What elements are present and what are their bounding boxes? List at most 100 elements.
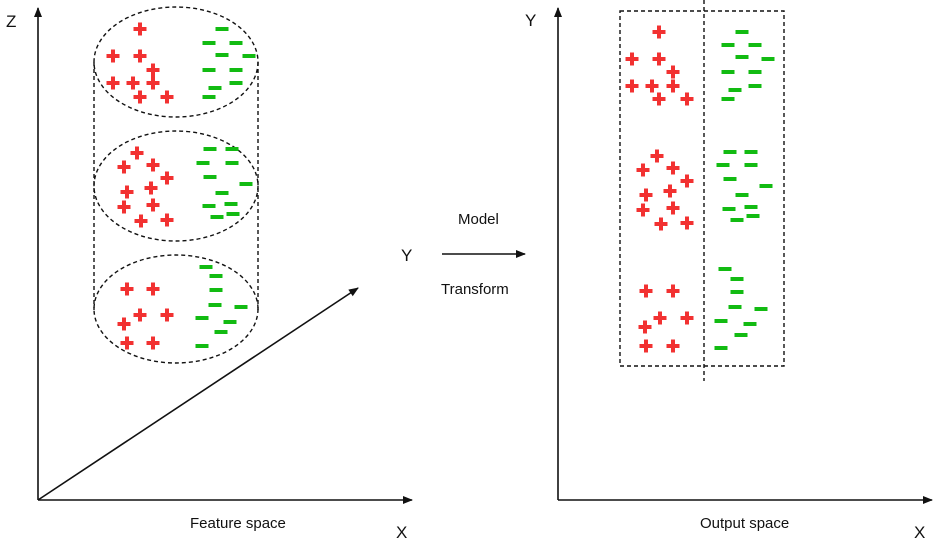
- plus-mark: [636, 203, 650, 217]
- plus-mark: [134, 214, 148, 228]
- plus-mark: [117, 317, 131, 331]
- plus-mark: [650, 149, 664, 163]
- plus-mark: [160, 213, 174, 227]
- minus-mark: [722, 207, 736, 211]
- plus-mark: [652, 52, 666, 66]
- minus-mark: [202, 41, 216, 45]
- minus-mark: [196, 161, 210, 165]
- minus-mark: [202, 204, 216, 208]
- minus-mark: [730, 218, 744, 222]
- minus-mark: [721, 70, 735, 74]
- minus-mark: [223, 320, 237, 324]
- output-x-axis-label: X: [914, 523, 925, 542]
- minus-mark: [210, 215, 224, 219]
- y-axis-diagonal: [37, 287, 359, 501]
- plus-mark: [120, 282, 134, 296]
- z-axis-label: Z: [6, 12, 16, 31]
- minus-mark: [203, 175, 217, 179]
- minus-mark: [721, 43, 735, 47]
- plus-mark: [146, 282, 160, 296]
- minus-mark: [239, 182, 253, 186]
- minus-mark: [743, 322, 757, 326]
- plus-mark: [120, 336, 134, 350]
- minus-mark: [721, 97, 735, 101]
- output-space-panel: Y X Output space: [525, 0, 933, 542]
- plus-mark: [680, 92, 694, 106]
- plus-mark: [625, 79, 639, 93]
- plus-mark: [666, 79, 680, 93]
- model-transform: Model Transform: [441, 211, 526, 298]
- plus-mark: [133, 308, 147, 322]
- plus-mark: [133, 22, 147, 36]
- ellipse-middle: [93, 130, 259, 242]
- minus-mark: [728, 305, 742, 309]
- plus-mark: [126, 76, 140, 90]
- minus-mark: [225, 147, 239, 151]
- minus-mark: [203, 147, 217, 151]
- minus-mark: [744, 205, 758, 209]
- minus-mark: [225, 161, 239, 165]
- minus-mark: [242, 54, 256, 58]
- cylinder: [93, 6, 259, 364]
- ellipse-top: [93, 6, 259, 118]
- minus-mark: [716, 163, 730, 167]
- model-label: Model: [458, 211, 499, 228]
- feature-space-points: [106, 22, 256, 350]
- minus-mark: [735, 193, 749, 197]
- plus-mark: [652, 92, 666, 106]
- y-axis-label: Y: [401, 246, 412, 265]
- minus-mark: [215, 191, 229, 195]
- plus-mark: [639, 188, 653, 202]
- minus-mark: [195, 316, 209, 320]
- plus-mark: [146, 76, 160, 90]
- minus-mark: [723, 177, 737, 181]
- minus-mark: [744, 163, 758, 167]
- output-y-axis-label: Y: [525, 11, 536, 30]
- minus-mark: [208, 86, 222, 90]
- minus-mark: [754, 307, 768, 311]
- minus-mark: [195, 344, 209, 348]
- output-space-points: [625, 25, 775, 353]
- plus-mark: [636, 163, 650, 177]
- plus-mark: [666, 65, 680, 79]
- plus-mark: [666, 201, 680, 215]
- plus-mark: [680, 174, 694, 188]
- minus-mark: [723, 150, 737, 154]
- plus-mark: [653, 311, 667, 325]
- minus-mark: [748, 43, 762, 47]
- plus-mark: [146, 158, 160, 172]
- minus-mark: [229, 81, 243, 85]
- minus-mark: [209, 274, 223, 278]
- feature-space-caption: Feature space: [190, 515, 286, 532]
- plus-mark: [639, 284, 653, 298]
- plus-mark: [654, 217, 668, 231]
- plus-mark: [133, 49, 147, 63]
- plus-mark: [133, 90, 147, 104]
- minus-mark: [229, 41, 243, 45]
- plus-mark: [666, 161, 680, 175]
- plus-mark: [146, 63, 160, 77]
- plus-mark: [666, 339, 680, 353]
- plus-mark: [663, 184, 677, 198]
- plus-mark: [666, 284, 680, 298]
- plus-mark: [130, 146, 144, 160]
- minus-mark: [734, 333, 748, 337]
- minus-mark: [748, 70, 762, 74]
- plus-mark: [639, 339, 653, 353]
- minus-mark: [199, 265, 213, 269]
- minus-mark: [714, 346, 728, 350]
- plus-mark: [120, 185, 134, 199]
- plus-mark: [106, 76, 120, 90]
- plus-mark: [645, 79, 659, 93]
- feature-space-panel: Z Y X Feature space: [6, 6, 413, 542]
- minus-mark: [229, 68, 243, 72]
- minus-mark: [208, 303, 222, 307]
- minus-mark: [744, 150, 758, 154]
- minus-mark: [748, 84, 762, 88]
- minus-mark: [735, 30, 749, 34]
- minus-mark: [234, 305, 248, 309]
- plus-mark: [638, 320, 652, 334]
- plus-mark: [117, 200, 131, 214]
- minus-mark: [215, 53, 229, 57]
